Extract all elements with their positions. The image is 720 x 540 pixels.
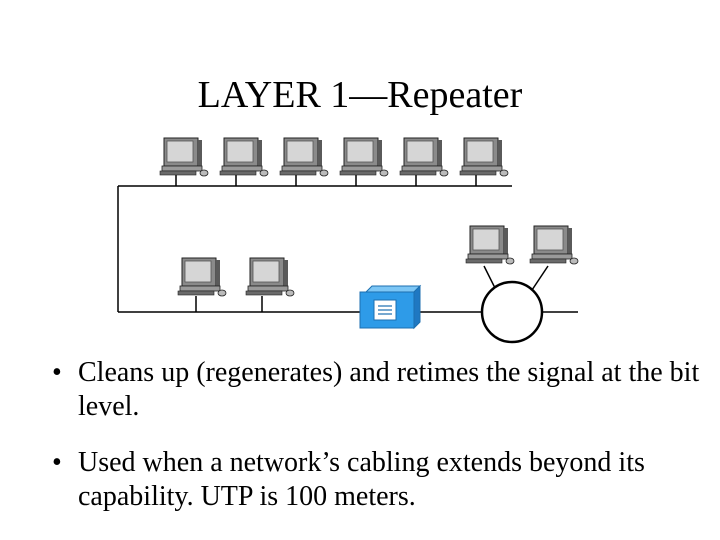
computer-workstation-icon [245,257,295,297]
ring-hub-icon [480,280,544,344]
bullet-item: • Cleans up (regenerates) and retimes th… [52,356,712,424]
computer-workstation-icon [339,137,389,177]
workstation-row-right [465,225,579,265]
computer-workstation-icon [159,137,209,177]
computer-workstation-icon [465,225,515,265]
computer-workstation-icon [529,225,579,265]
bullet-glyph: • [52,447,62,478]
computer-workstation-icon [399,137,449,177]
bullet-text: Cleans up (regenerates) and retimes the … [78,357,700,422]
bullet-glyph: • [52,357,62,388]
computer-workstation-icon [459,137,509,177]
bullet-item: • Used when a network’s cabling extends … [52,446,712,514]
repeater-icon [359,284,422,330]
computer-workstation-icon [219,137,269,177]
slide-title: LAYER 1—Repeater [197,74,523,116]
computer-workstation-icon [279,137,329,177]
bullet-list: • Cleans up (regenerates) and retimes th… [52,356,712,536]
computer-workstation-icon [177,257,227,297]
bullet-text: Used when a network’s cabling extends be… [78,447,645,512]
workstation-row-bottom-left [177,257,295,297]
workstation-row-top [159,137,509,177]
